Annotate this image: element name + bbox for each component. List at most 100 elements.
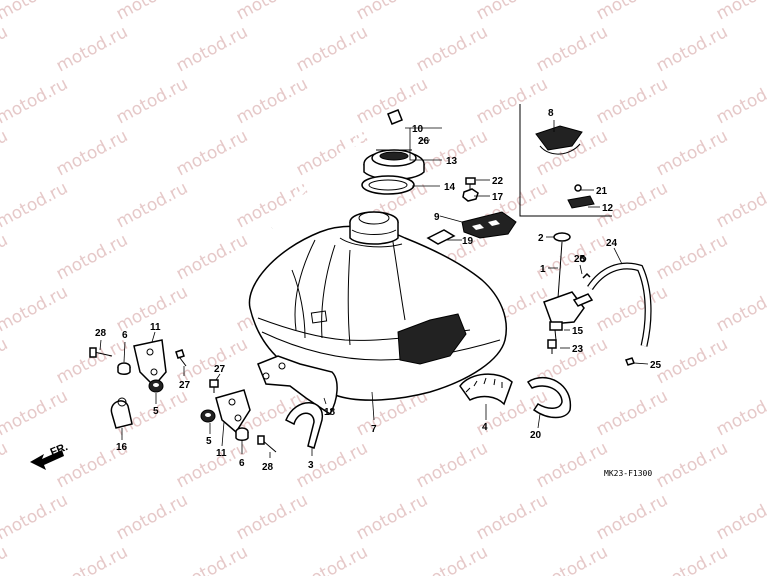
callout-24: 24 — [606, 238, 618, 249]
bracket-11-upper — [133, 339, 167, 388]
bolt-27-upper — [175, 349, 187, 367]
watermark-text: motod.ru — [53, 542, 131, 576]
callout-4: 4 — [482, 422, 488, 433]
watermark-text: motod.ru — [0, 0, 71, 24]
watermark-text: motod.ru — [293, 22, 371, 76]
watermark-text: motod.ru — [233, 74, 311, 128]
mounting-band — [526, 376, 571, 419]
bracket-11-lower — [215, 389, 251, 434]
watermark-text: motod.ru — [473, 0, 551, 24]
clip-16 — [110, 397, 133, 429]
watermark-text: motod.ru — [533, 438, 611, 492]
watermark-text: motod.ru — [0, 490, 71, 544]
callout-10: 10 — [412, 124, 424, 135]
callout-7: 7 — [371, 424, 377, 435]
front-direction-arrow: FR. — [30, 441, 70, 470]
callout-layer: 10 26 13 14 22 17 8 21 12 9 19 2 24 1 25… — [95, 108, 662, 473]
callout-25-left: 25 — [574, 254, 586, 265]
watermark-text: motod.ru — [593, 282, 671, 336]
callout-19: 19 — [462, 236, 474, 247]
watermark-text: motod.ru — [653, 230, 731, 284]
bolt-28-lower — [257, 435, 277, 453]
callout-18: 18 — [324, 407, 336, 418]
watermark-text: motod.ru — [293, 126, 371, 180]
callout-2: 2 — [538, 233, 544, 244]
callout-11-lower: 11 — [216, 448, 227, 459]
watermark-text: motod.ru — [653, 334, 731, 388]
callout-6-upper: 6 — [122, 330, 128, 341]
callout-17: 17 — [492, 192, 504, 203]
watermark-text: motod.ru — [0, 282, 71, 336]
collar-6-lower — [235, 427, 249, 441]
fuel-hose — [587, 262, 652, 347]
rubber-strap — [459, 373, 513, 406]
leader-lines — [99, 120, 649, 458]
watermark-text: motod.ru — [113, 74, 191, 128]
watermark-text: motod.ru — [0, 334, 11, 388]
watermark-text: motod.ru — [593, 0, 671, 24]
bolt-17 — [462, 188, 479, 202]
callout-14: 14 — [444, 182, 456, 193]
watermark-text: motod.ru — [173, 22, 251, 76]
watermark-text: motod.ru — [653, 126, 731, 180]
watermark-text: motod.ru — [353, 0, 431, 24]
vent-hose — [270, 109, 403, 230]
watermark-text: motod.ru — [713, 282, 768, 336]
callout-11-upper: 11 — [150, 322, 161, 333]
watermark-text: motod.ru — [53, 126, 131, 180]
grommet-5-lower — [200, 409, 216, 423]
cap-gasket — [361, 175, 415, 195]
callout-26: 26 — [418, 136, 430, 147]
callout-13: 13 — [446, 156, 458, 167]
watermark-text: motod.ru — [53, 22, 131, 76]
callout-5-lower: 5 — [206, 436, 212, 447]
callout-27-lower: 27 — [214, 364, 226, 375]
grommet-5-upper — [148, 379, 164, 393]
watermark-text: motod.ru — [0, 230, 11, 284]
collar-6-upper — [117, 362, 131, 375]
callout-25-right: 25 — [650, 360, 662, 371]
watermark-text: motod.ru — [713, 490, 768, 544]
watermark-text: motod.ru — [0, 386, 71, 440]
watermark-text: motod.ru — [233, 0, 311, 24]
callout-28-lower: 28 — [262, 462, 274, 473]
watermark-text: motod.ru — [593, 386, 671, 440]
watermark-text: motod.ru — [413, 438, 491, 492]
label-decal — [426, 229, 456, 245]
watermark-text: motod.ru — [293, 438, 371, 492]
watermark-text: motod.ru — [0, 178, 71, 232]
watermark-text: motod.ru — [0, 542, 11, 576]
watermark-text: motod.ru — [653, 22, 731, 76]
watermark-text: motod.ru — [0, 438, 11, 492]
watermark-text: motod.ru — [533, 542, 611, 576]
callout-6-lower: 6 — [239, 458, 245, 469]
watermark-text: motod.ru — [173, 126, 251, 180]
callout-16: 16 — [116, 442, 128, 453]
fuel-tank — [248, 211, 507, 401]
inset-frame — [519, 104, 612, 217]
heat-guard-18 — [257, 355, 338, 416]
watermark-text: motod.ru — [173, 542, 251, 576]
watermark-text: motod.ru — [533, 22, 611, 76]
clip-25-right — [625, 357, 635, 366]
watermark-text: motod.ru — [473, 74, 551, 128]
fuel-cap — [363, 149, 425, 181]
callout-5-upper: 5 — [153, 406, 159, 417]
callout-1: 1 — [540, 264, 546, 275]
fuel-petcock — [543, 232, 594, 341]
callout-15: 15 — [572, 326, 584, 337]
bolt-23 — [547, 339, 557, 354]
watermark-text: motod.ru — [113, 178, 191, 232]
watermark-text: motod.ru — [0, 126, 11, 180]
watermark-text: motod.ru — [593, 490, 671, 544]
watermark-text: motod.ru — [473, 490, 551, 544]
watermark-text: motod.ru — [233, 490, 311, 544]
bolt-28-upper — [89, 347, 113, 358]
callout-9: 9 — [434, 212, 440, 223]
watermark-text: motod.ru — [0, 22, 11, 76]
callout-3: 3 — [308, 460, 314, 471]
strap-3 — [285, 402, 323, 449]
watermark-text: motod.ru — [353, 490, 431, 544]
